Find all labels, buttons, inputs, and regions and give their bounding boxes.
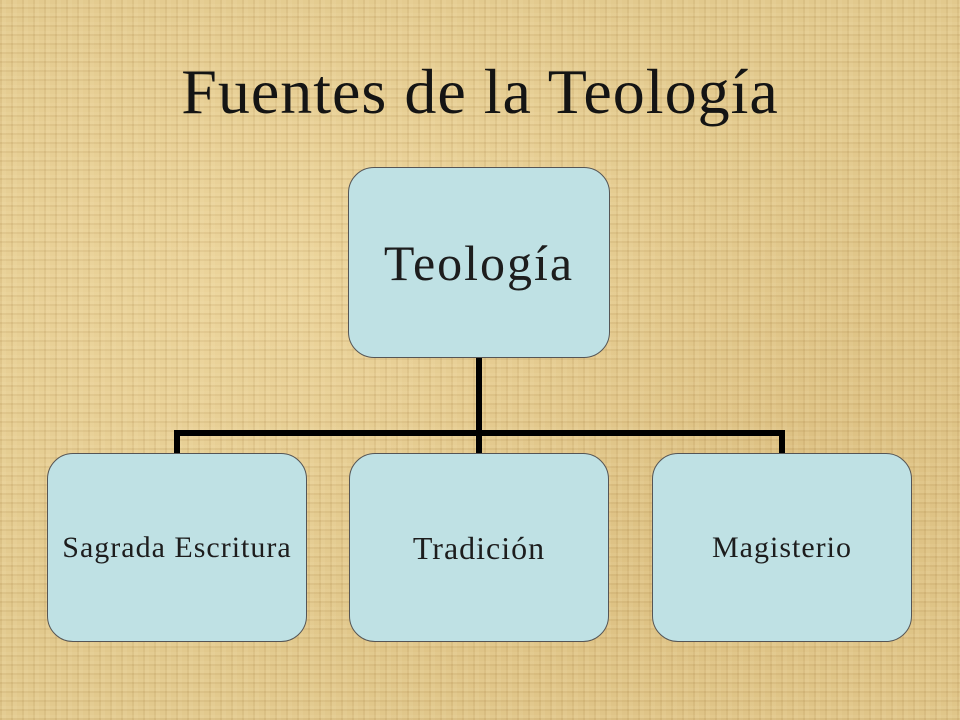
node-root-label: Teología xyxy=(383,234,575,291)
node-tradicion-label: Tradición xyxy=(412,529,546,566)
node-sagrada-escritura-label: Sagrada Escritura xyxy=(62,530,292,564)
node-sagrada-escritura: Sagrada Escritura xyxy=(47,453,307,642)
node-magisterio: Magisterio xyxy=(652,453,912,642)
slide-title: Fuentes de la Teología xyxy=(181,56,779,127)
node-tradicion: Tradición xyxy=(349,453,609,642)
node-root: Teología xyxy=(348,167,610,358)
node-magisterio-label: Magisterio xyxy=(712,530,852,564)
